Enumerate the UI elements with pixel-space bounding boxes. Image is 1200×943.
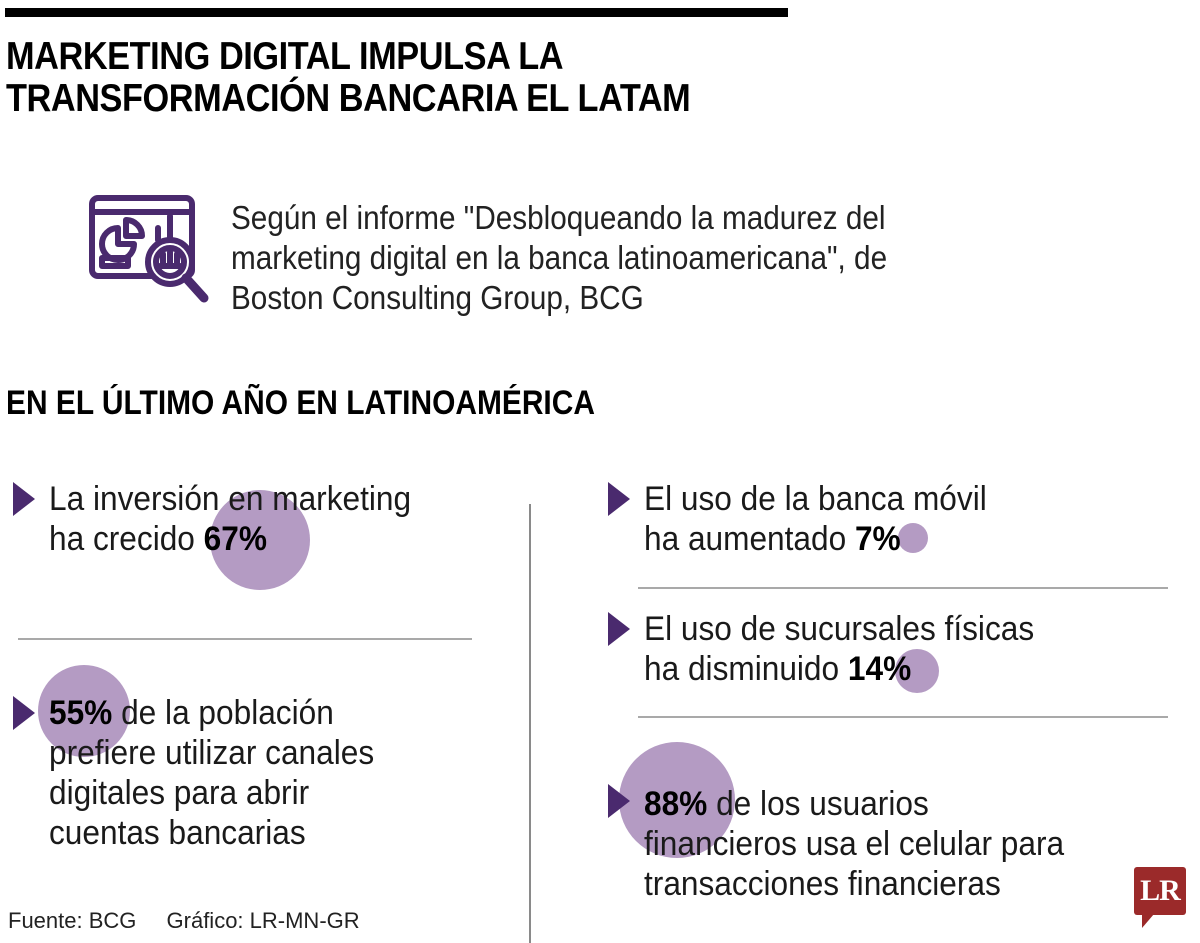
page-title: MARKETING DIGITAL IMPULSA LA TRANSFORMAC… bbox=[6, 35, 691, 120]
stat-marketing-investment: La inversión en marketing ha crecido 67% bbox=[49, 479, 411, 559]
divider-right-1 bbox=[638, 587, 1168, 589]
stat-text-post: de la población bbox=[112, 694, 334, 732]
analytics-magnifier-icon bbox=[89, 195, 209, 303]
lr-logo: LR bbox=[1134, 867, 1186, 928]
stat-value: 88% bbox=[644, 785, 708, 823]
top-rule bbox=[5, 8, 788, 17]
stat-text: digitales para abrir bbox=[49, 774, 310, 812]
stat-digital-channels: 55% de la población prefiere utilizar ca… bbox=[49, 693, 374, 853]
stat-value: 67% bbox=[203, 520, 267, 558]
stat-text: El uso de la banca móvil bbox=[644, 480, 987, 518]
bullet-arrow-icon bbox=[13, 696, 35, 730]
stat-text: cuentas bancarias bbox=[49, 814, 306, 852]
section-title: EN EL ÚLTIMO AÑO EN LATINOAMÉRICA bbox=[6, 384, 595, 422]
bullet-arrow-icon bbox=[608, 784, 630, 818]
stat-text: ha aumentado 7% bbox=[644, 519, 987, 559]
stat-value: 7% bbox=[854, 520, 901, 558]
stat-physical-branches: El uso de sucursales físicas ha disminui… bbox=[644, 609, 1034, 689]
divider-right-2 bbox=[638, 716, 1168, 718]
bubble-14 bbox=[895, 649, 939, 693]
stat-text: 88% de los usuarios bbox=[644, 784, 1064, 824]
divider-left bbox=[18, 638, 472, 640]
footer-credits: Fuente: BCG Gráfico: LR-MN-GR bbox=[8, 908, 360, 934]
bullet-arrow-icon bbox=[13, 482, 35, 516]
stat-text: 55% de la población bbox=[49, 693, 374, 733]
stat-value: 55% bbox=[49, 694, 113, 732]
title-line-2: TRANSFORMACIÓN BANCARIA EL LATAM bbox=[6, 77, 691, 120]
intro-line-1: Según el informe "Desbloqueando la madur… bbox=[231, 199, 886, 236]
credit-label: Gráfico: LR-MN-GR bbox=[166, 908, 360, 933]
stat-text-pre: ha crecido bbox=[49, 520, 204, 558]
bullet-arrow-icon bbox=[608, 612, 630, 646]
stat-text-post: de los usuarios bbox=[707, 785, 929, 823]
stat-value: 14% bbox=[847, 650, 912, 688]
bullet-arrow-icon bbox=[608, 482, 630, 516]
stat-mobile-transactions: 88% de los usuarios financieros usa el c… bbox=[644, 784, 1064, 904]
stat-text: El uso de sucursales físicas bbox=[644, 610, 1035, 648]
column-divider bbox=[529, 504, 531, 943]
stat-text: La inversión en marketing bbox=[49, 480, 412, 518]
bubble-7 bbox=[898, 523, 928, 553]
stat-text-pre: ha disminuido bbox=[644, 650, 848, 688]
intro-line-3: Boston Consulting Group, BCG bbox=[231, 279, 644, 316]
source-label: Fuente: BCG bbox=[8, 908, 137, 933]
stat-text: transacciones financieras bbox=[644, 865, 1001, 903]
stat-text-pre: ha aumentado bbox=[644, 520, 855, 558]
bubble-55 bbox=[38, 665, 130, 757]
intro-line-2: marketing digital en la banca latinoamer… bbox=[231, 239, 888, 276]
stat-text: financieros usa el celular para bbox=[644, 825, 1065, 863]
bubble-67 bbox=[210, 490, 310, 590]
bubble-88 bbox=[619, 742, 735, 858]
title-line-1: MARKETING DIGITAL IMPULSA LA bbox=[6, 35, 564, 78]
stat-text: ha crecido 67% bbox=[49, 519, 411, 559]
stat-text: prefiere utilizar canales bbox=[49, 734, 375, 772]
intro-paragraph: Según el informe "Desbloqueando la madur… bbox=[231, 198, 887, 318]
stat-mobile-banking: El uso de la banca móvil ha aumentado 7% bbox=[644, 479, 987, 559]
stat-text: ha disminuido 14% bbox=[644, 649, 1034, 689]
